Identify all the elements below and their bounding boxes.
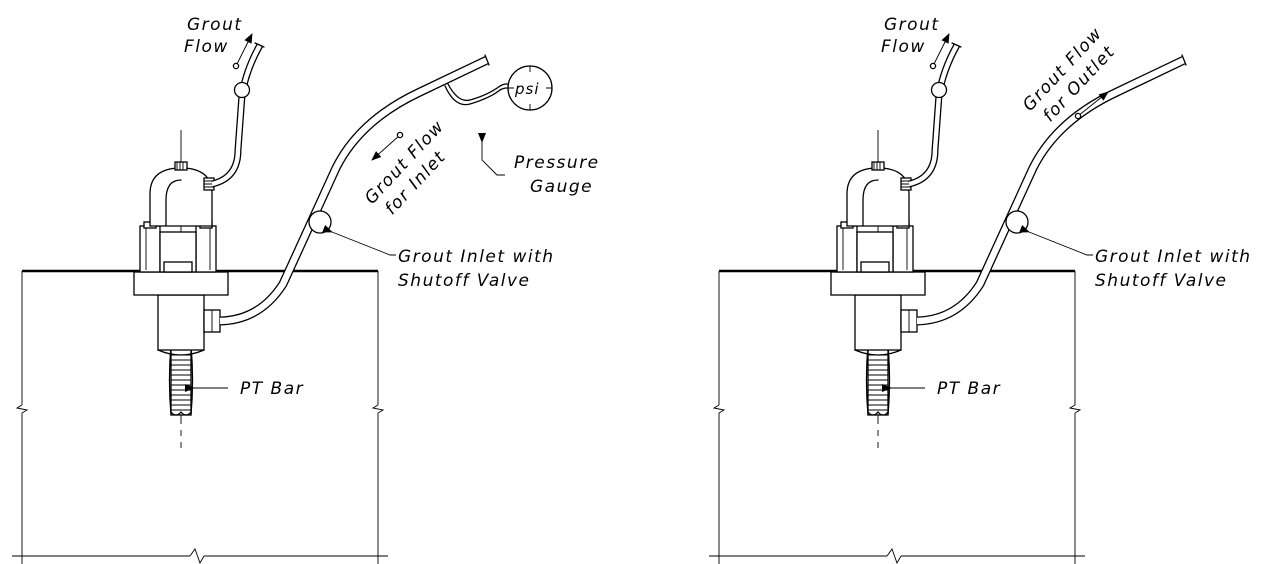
anchorage-assembly [709, 34, 1186, 564]
valve-label: Grout Inlet with Shutoff Valve [1095, 247, 1258, 291]
anchorage-assembly [12, 34, 489, 564]
pressure-gauge-label: Pressure Gauge [514, 153, 607, 197]
pt-bar-label: PT Bar [937, 379, 1001, 399]
outlet-panel: Grout Flow Grout Flow for Outlet Grout I… [709, 15, 1258, 564]
grout-flow-label: Grout Flow [184, 15, 249, 57]
hose-flow-label: Grout Flow for Inlet [361, 111, 470, 223]
pt-bar-label: PT Bar [240, 379, 304, 399]
inlet-panel: psi Grout Flow Grout Flow for Inlet Pres… [12, 15, 607, 564]
gauge-unit: psi [514, 80, 540, 98]
valve-label: Grout Inlet with Shutoff Valve [398, 247, 561, 291]
grout-flow-label: Grout Flow [881, 15, 946, 57]
gauge-connection [444, 85, 513, 106]
